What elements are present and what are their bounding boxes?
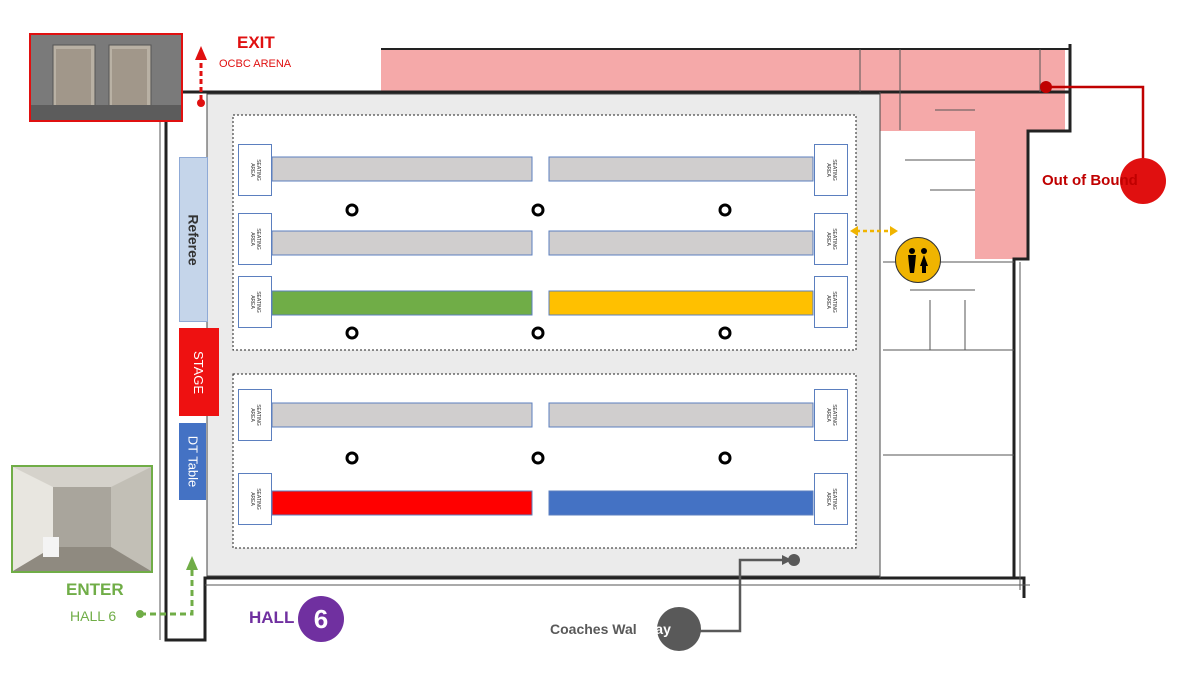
seating-area: SEATING AREA bbox=[238, 276, 272, 328]
out-of-bound-zone bbox=[381, 49, 1065, 259]
courts bbox=[271, 156, 814, 516]
referee-area: Referee bbox=[179, 157, 208, 322]
stage-label: STAGE bbox=[191, 350, 207, 394]
exit-label: EXIT bbox=[237, 33, 275, 52]
enter-label: ENTER bbox=[66, 580, 124, 599]
seating-area: SEATING AREA bbox=[238, 473, 272, 525]
court-lower-2-right bbox=[548, 490, 814, 516]
seating-area: SEATING AREA bbox=[814, 144, 848, 196]
pillar-icon bbox=[345, 326, 359, 340]
pillar-icon bbox=[718, 203, 732, 217]
pillars bbox=[345, 203, 732, 465]
out-of-bound-label: Out of Bound bbox=[1042, 172, 1138, 189]
stage-area: STAGE bbox=[179, 328, 219, 416]
dt-table-area: DT Table bbox=[179, 423, 206, 500]
court-upper-2-left bbox=[271, 230, 533, 256]
seating-label: SEATING AREA bbox=[825, 488, 837, 510]
seating-label: SEATING AREA bbox=[249, 159, 261, 181]
court-upper-2-right bbox=[548, 230, 814, 256]
seating-area: SEATING AREA bbox=[238, 213, 272, 265]
seating-label: SEATING AREA bbox=[249, 291, 261, 313]
hall-number: 6 bbox=[313, 603, 329, 634]
seating-label: SEATING AREA bbox=[249, 404, 261, 426]
court-upper-1-left bbox=[271, 156, 533, 182]
pillar-icon bbox=[718, 326, 732, 340]
seating-label: SEATING AREA bbox=[825, 228, 837, 250]
seating-label: SEATING AREA bbox=[825, 159, 837, 181]
seating-area: SEATING AREA bbox=[814, 473, 848, 525]
coaches-walkway-marker bbox=[657, 607, 701, 651]
coaches-walkway-label: Coaches Walkway bbox=[550, 621, 671, 637]
seating-label: SEATING AREA bbox=[825, 291, 837, 313]
building-walls bbox=[164, 44, 1072, 642]
court-upper-3-left bbox=[271, 290, 533, 316]
court-upper-1-right bbox=[548, 156, 814, 182]
court-upper-3-right bbox=[548, 290, 814, 316]
seating-area: SEATING AREA bbox=[814, 213, 848, 265]
seating-label: SEATING AREA bbox=[249, 488, 261, 510]
pillar-icon bbox=[345, 451, 359, 465]
out-of-bound-pointer bbox=[1040, 81, 1145, 160]
enter-arrow-icon bbox=[136, 556, 198, 618]
hall-number-badge: 6 bbox=[298, 596, 344, 642]
seating-area: SEATING AREA bbox=[238, 389, 272, 441]
coaches-walkway-pointer bbox=[700, 554, 800, 633]
toilet-icon bbox=[895, 237, 941, 283]
exit-door-photo bbox=[29, 33, 183, 122]
seating-label: SEATING AREA bbox=[249, 228, 261, 250]
dt-table-label: DT Table bbox=[185, 435, 200, 488]
pillar-icon bbox=[531, 326, 545, 340]
hall-label: HALL bbox=[249, 608, 295, 627]
court-lower-1-right bbox=[548, 402, 814, 428]
pillar-icon bbox=[718, 451, 732, 465]
seating-area: SEATING AREA bbox=[814, 276, 848, 328]
coaches-walkway-text-b: kway bbox=[636, 621, 671, 637]
enter-source: HALL 6 bbox=[70, 608, 117, 624]
coaches-walkway-text-a: Coaches Wal bbox=[550, 621, 637, 637]
seating-label: SEATING AREA bbox=[825, 404, 837, 426]
seating-area: SEATING AREA bbox=[814, 389, 848, 441]
pillar-icon bbox=[345, 203, 359, 217]
referee-label: Referee bbox=[185, 213, 202, 266]
enter-corridor-photo bbox=[11, 465, 153, 573]
court-lower-2-left bbox=[271, 490, 533, 516]
out-of-bound-marker bbox=[1120, 158, 1166, 204]
court-lower-1-left bbox=[271, 402, 533, 428]
pillar-icon bbox=[531, 203, 545, 217]
exit-destination: OCBC ARENA bbox=[219, 58, 292, 70]
pillar-icon bbox=[531, 451, 545, 465]
double-arrow-icon bbox=[850, 226, 898, 236]
exit-arrow-icon bbox=[195, 46, 207, 107]
seating-area: SEATING AREA bbox=[238, 144, 272, 196]
lower-court-zone bbox=[232, 373, 857, 549]
